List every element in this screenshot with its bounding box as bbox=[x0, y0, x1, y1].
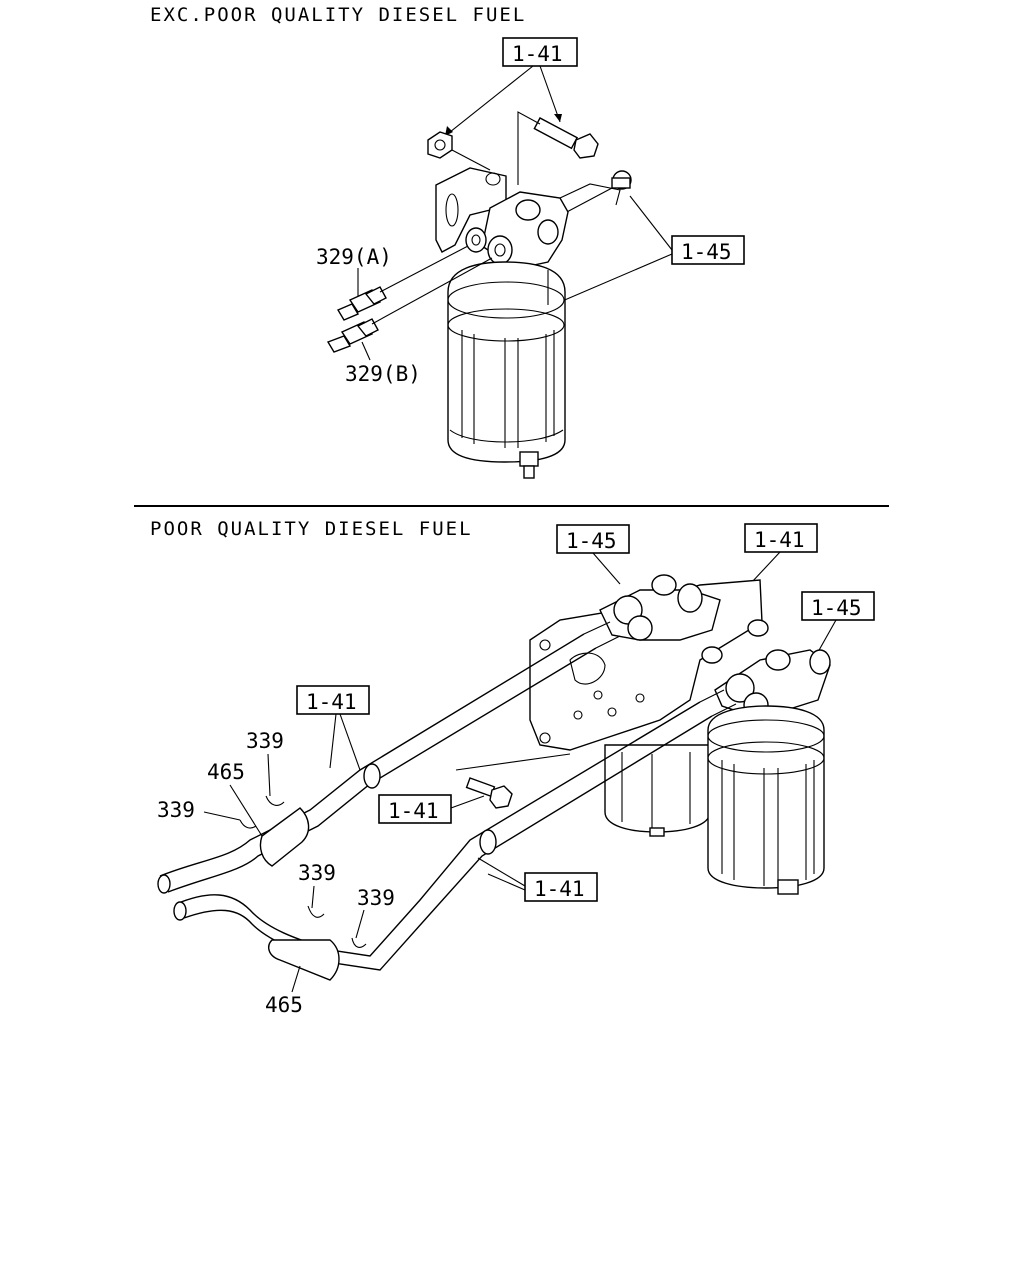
label-465-b: 465 bbox=[265, 993, 303, 1017]
bottom-ref-1-45-left: 1-45 bbox=[556, 524, 630, 554]
label-339-b: 339 bbox=[157, 798, 195, 822]
bottom-ref-1-41-hose-label: 1-41 bbox=[306, 690, 357, 714]
top-ref-1-45-label: 1-45 bbox=[681, 240, 732, 264]
right-filter-assembly-icon bbox=[701, 619, 831, 895]
bottom-ref-1-41-bolt-label: 1-41 bbox=[388, 799, 439, 823]
bracket-bolt-icon bbox=[465, 777, 513, 809]
bottom-ref-1-41-top-label: 1-41 bbox=[754, 528, 805, 552]
leader-1-45-filter bbox=[559, 253, 673, 303]
top-ref-1-41-label: 1-41 bbox=[512, 42, 563, 66]
fuel-filter-bowl-icon bbox=[447, 261, 566, 479]
leader-1-41-bolt bbox=[539, 65, 561, 123]
bottom-ref-1-41-bolt: 1-41 bbox=[378, 794, 452, 824]
top-section-title: EXC.POOR QUALITY DIESEL FUEL bbox=[150, 4, 526, 26]
bottom-ref-1-41-hose: 1-41 bbox=[296, 685, 370, 715]
left-filter-assembly-icon bbox=[599, 574, 721, 837]
air-bleed-plug-icon bbox=[611, 170, 632, 190]
label-339-c: 339 bbox=[298, 861, 336, 885]
mounting-bolt-icon bbox=[533, 117, 599, 159]
filter-bracket-icon bbox=[435, 167, 507, 253]
top-ref-1-41: 1-41 bbox=[502, 37, 578, 67]
bottom-ref-1-41-top: 1-41 bbox=[744, 523, 818, 553]
label-465-a: 465 bbox=[207, 760, 245, 784]
connector-329a-icon bbox=[336, 286, 387, 321]
label-339-d: 339 bbox=[357, 886, 395, 910]
connector-329b-icon bbox=[326, 318, 379, 353]
label-329a: 329(A) bbox=[316, 245, 392, 269]
label-329b: 329(B) bbox=[345, 362, 421, 386]
leader-1-41-nut bbox=[444, 65, 534, 137]
bottom-ref-1-45-right-label: 1-45 bbox=[811, 596, 862, 620]
leader-1-45-plug bbox=[629, 195, 673, 251]
bottom-ref-1-41-lower-label: 1-41 bbox=[534, 877, 585, 901]
bottom-ref-1-45-left-label: 1-45 bbox=[566, 529, 617, 553]
filter-head-icon bbox=[465, 183, 621, 269]
fuel-lines-icon bbox=[157, 621, 737, 981]
mounting-nut-icon bbox=[427, 131, 453, 159]
bottom-ref-1-45-right: 1-45 bbox=[801, 591, 875, 621]
label-339-a: 339 bbox=[246, 729, 284, 753]
bottom-section-title: POOR QUALITY DIESEL FUEL bbox=[150, 518, 473, 540]
bottom-ref-1-41-lower: 1-41 bbox=[524, 872, 598, 902]
top-ref-1-45: 1-45 bbox=[671, 235, 745, 265]
